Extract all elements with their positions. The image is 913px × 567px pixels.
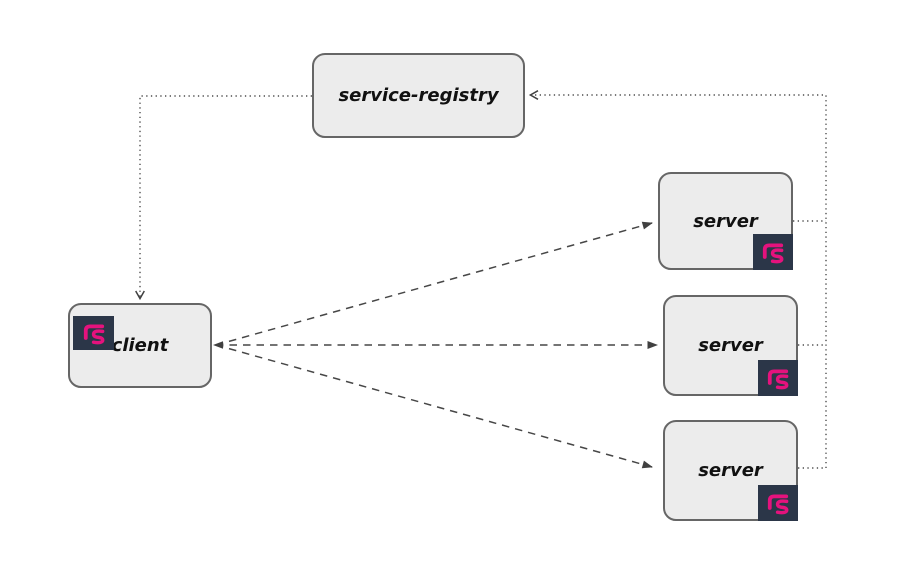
- node-server-2: server: [663, 295, 798, 396]
- framework-logo-icon: [83, 324, 104, 345]
- framework-logo-badge: [753, 234, 793, 270]
- arrowhead-into-client: [213, 341, 223, 349]
- framework-logo-badge: [73, 316, 114, 350]
- client-label: client: [111, 335, 169, 356]
- framework-logo-icon: [767, 369, 789, 390]
- connector-client-to-server1: [215, 221, 653, 346]
- server-2-label: server: [698, 335, 763, 356]
- framework-logo-badge: [758, 485, 798, 521]
- server-1-label: server: [693, 210, 758, 232]
- connector-servers-to-registry-trunk: [528, 90, 827, 468]
- server-3-label: server: [698, 460, 763, 481]
- node-server-3: server: [663, 420, 798, 521]
- node-server-1: server: [658, 172, 793, 270]
- framework-logo-badge: [758, 360, 798, 396]
- service-registry-label: service-registry: [338, 85, 499, 106]
- connector-client-to-server3: [215, 344, 653, 469]
- node-client: client: [68, 303, 212, 388]
- connector-registry-to-client: [135, 95, 312, 301]
- node-service-registry: service-registry: [312, 53, 525, 138]
- framework-logo-icon: [767, 494, 789, 515]
- framework-logo-icon: [762, 243, 784, 264]
